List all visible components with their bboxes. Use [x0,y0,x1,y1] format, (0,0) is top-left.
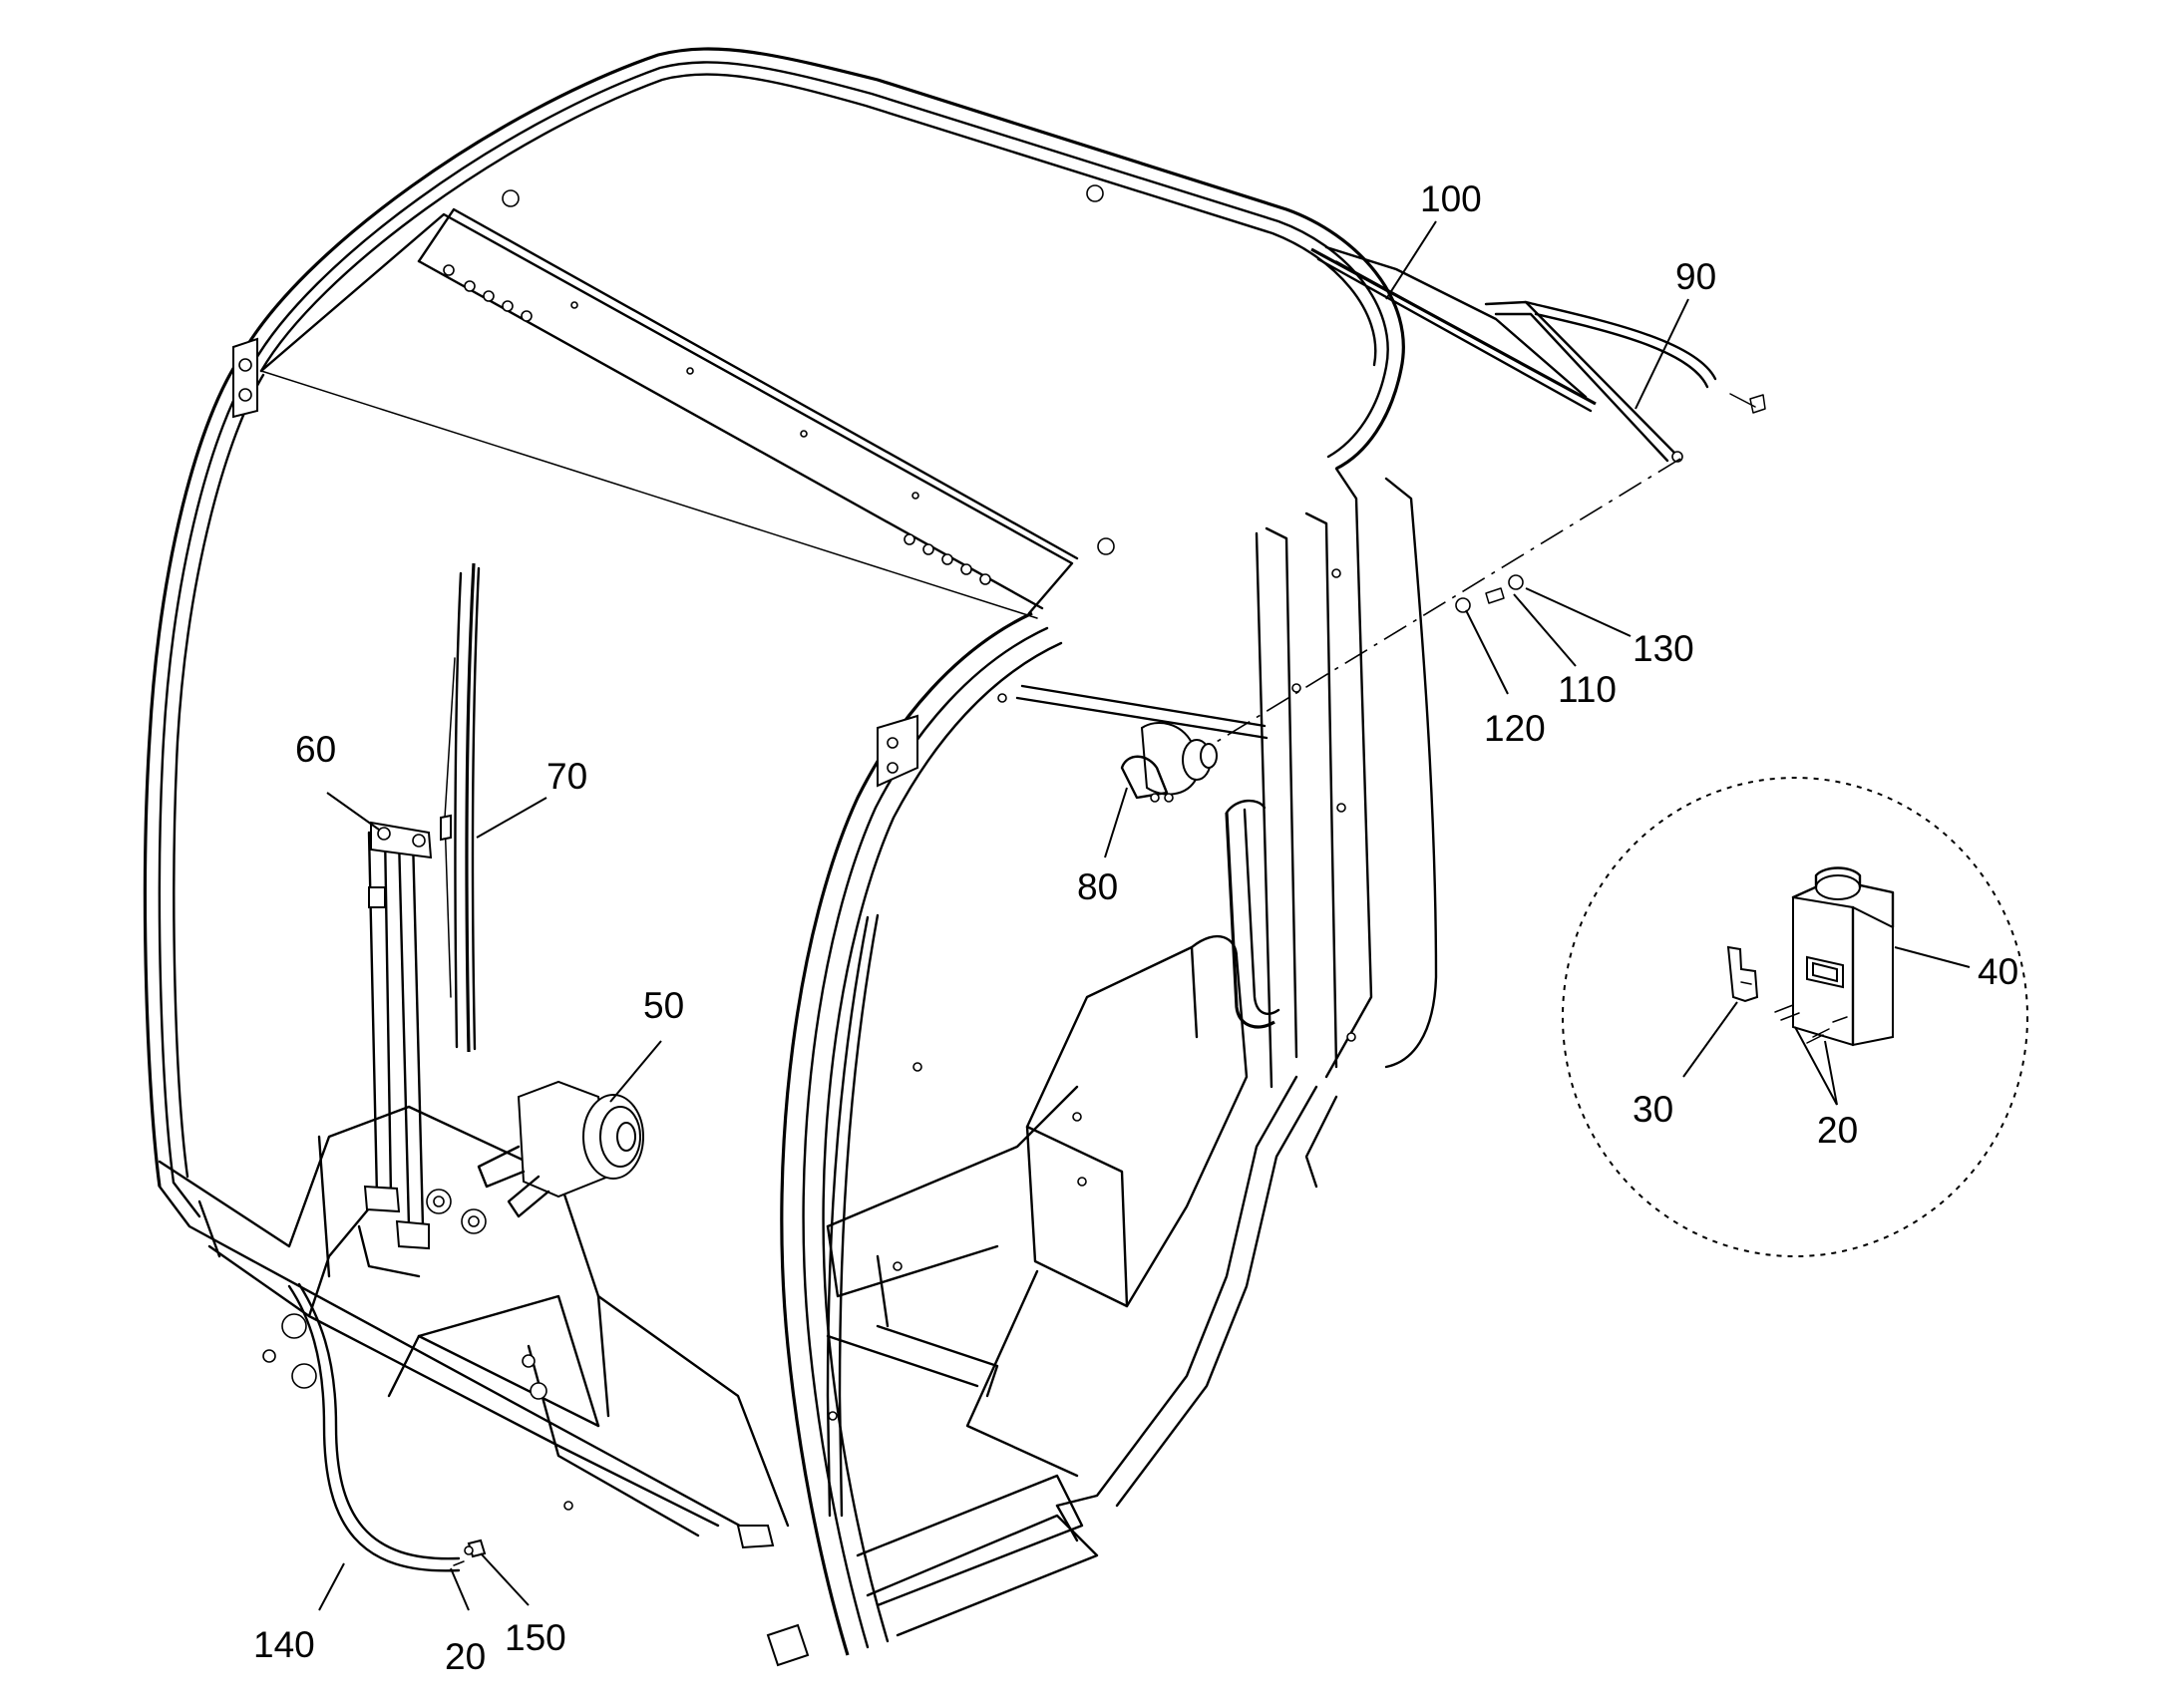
callout-40: 40 [1978,951,2018,992]
dash-panel [158,1105,810,1667]
wiper-blade-front [440,562,481,1053]
cab-front-frame [143,337,760,1537]
reservoir-fittings [1774,1004,1848,1044]
callout-140: 140 [253,1624,315,1665]
washer-reservoir [1791,866,1895,1047]
assembly-axis [1206,458,1681,749]
callout-80: 80 [1077,866,1118,907]
beam-holes [443,264,991,585]
callout-70: 70 [546,756,587,797]
rear-fasteners [1455,574,1524,613]
callout-150: 150 [505,1617,566,1658]
callout-labels: 100 90 130 110 120 60 70 80 50 40 30 20 … [253,178,2018,1677]
nozzle-150 [464,1538,487,1558]
callout-100: 100 [1420,178,1482,219]
rear-wiper-motor [1120,722,1218,803]
roof-bolt [502,184,1115,555]
reservoir-bracket [1726,945,1759,1003]
callout-110: 110 [1558,669,1617,710]
washer-hose [287,1282,465,1572]
wiper-arm-rear [1484,300,1766,463]
cab-roof [237,47,1405,619]
wiper-arm-front [357,821,433,1278]
detail-circle [1562,777,2028,1257]
wiper-blade-rear [1310,245,1597,413]
callout-30: 30 [1633,1089,1673,1130]
cab-right-pillar [780,467,1438,1656]
callout-120: 120 [1484,708,1546,749]
front-wiper-motor [426,1080,644,1234]
callout-50: 50 [643,985,684,1026]
cab-interior [826,693,1338,1637]
callout-20-detail: 20 [1817,1110,1858,1151]
callout-60: 60 [295,729,336,770]
callout-20-hose: 20 [445,1636,486,1677]
callout-90: 90 [1675,256,1716,297]
leader-lines [318,220,1971,1611]
callout-130: 130 [1633,628,1694,669]
